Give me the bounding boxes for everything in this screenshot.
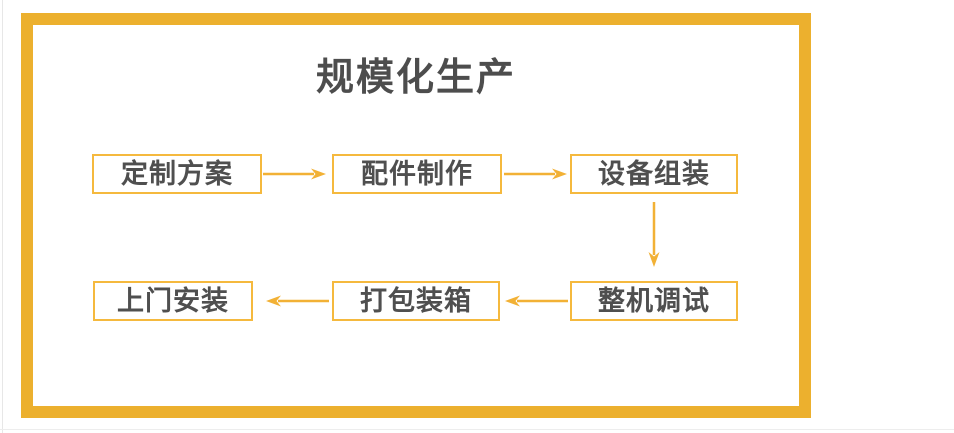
flow-node-label: 定制方案 — [121, 158, 233, 189]
flow-node-label: 设备组装 — [598, 158, 710, 189]
flow-node-machine-debugging: 整机调试 — [570, 281, 738, 321]
arrow-right-icon — [263, 168, 326, 180]
flow-node-label: 上门安装 — [117, 285, 229, 316]
flow-node-equipment-assembly: 设备组装 — [570, 154, 738, 194]
arrow-left-icon — [266, 295, 329, 307]
flow-node-custom-plan: 定制方案 — [92, 154, 262, 194]
flow-node-label: 配件制作 — [361, 158, 473, 189]
flow-node-parts-making: 配件制作 — [332, 154, 502, 194]
flow-node-label: 打包装箱 — [360, 285, 472, 316]
flow-node-onsite-installation: 上门安装 — [93, 281, 253, 321]
page-title: 规模化生产 — [315, 57, 516, 99]
arrow-right-icon — [504, 168, 567, 180]
page-edge-bottom-line — [0, 429, 954, 430]
page-edge-left-line — [2, 0, 3, 433]
arrow-left-icon — [505, 295, 568, 307]
flow-node-label: 整机调试 — [598, 285, 710, 316]
diagram-frame — [21, 13, 811, 418]
flow-node-packing: 打包装箱 — [332, 281, 500, 321]
arrow-down-icon — [648, 202, 660, 267]
